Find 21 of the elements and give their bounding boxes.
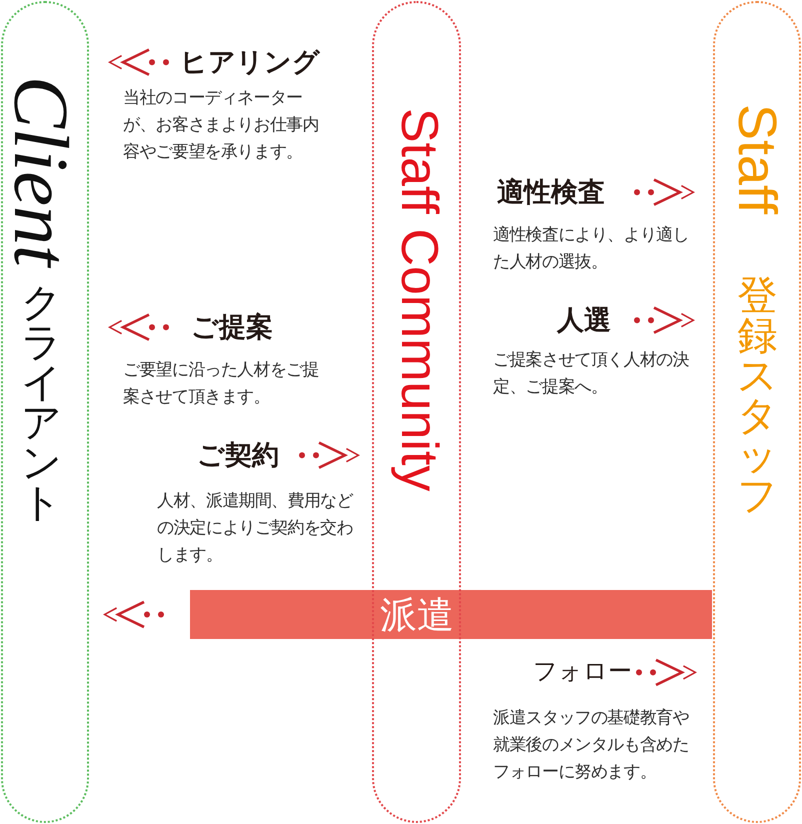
step-description: ご提案させて頂く人材の決定、ご提案へ。 — [493, 349, 690, 398]
step-description: 派遣スタッフの基礎教育や就業後のメンタルも含めたフォローに努めます。 — [493, 707, 690, 783]
band-label: 派遣 — [380, 596, 454, 633]
lane-title: Staff Community — [393, 108, 445, 492]
step-description: 人材、派遣期間、費用などの決定によりご契約を交わします。 — [157, 490, 354, 566]
step-description: 当社のコーディネーターが、お客さまよりお仕事内容やご要望を承ります。 — [123, 87, 320, 163]
step-description: ご要望に沿った人材をご提案させて頂きます。 — [123, 359, 320, 408]
step-description: 適性検査により、より適した人材の選抜。 — [493, 224, 690, 273]
lane-subtitle: クライアント — [21, 283, 62, 523]
swimlane — [1, 1, 89, 823]
step-heading: ご契約 — [197, 439, 279, 472]
step-heading: フォロー — [533, 658, 632, 687]
swimlane — [713, 1, 801, 823]
step-heading: 人選 — [557, 304, 611, 336]
band — [190, 590, 712, 639]
lane-subtitle: 登録スタッフ — [737, 276, 778, 516]
step-heading: 適性検査 — [497, 176, 605, 208]
lane-title: Client — [2, 76, 80, 267]
step-heading: ヒアリング — [180, 46, 320, 78]
step-heading: ご提案 — [191, 311, 273, 344]
lane-title: Staff — [730, 104, 784, 214]
